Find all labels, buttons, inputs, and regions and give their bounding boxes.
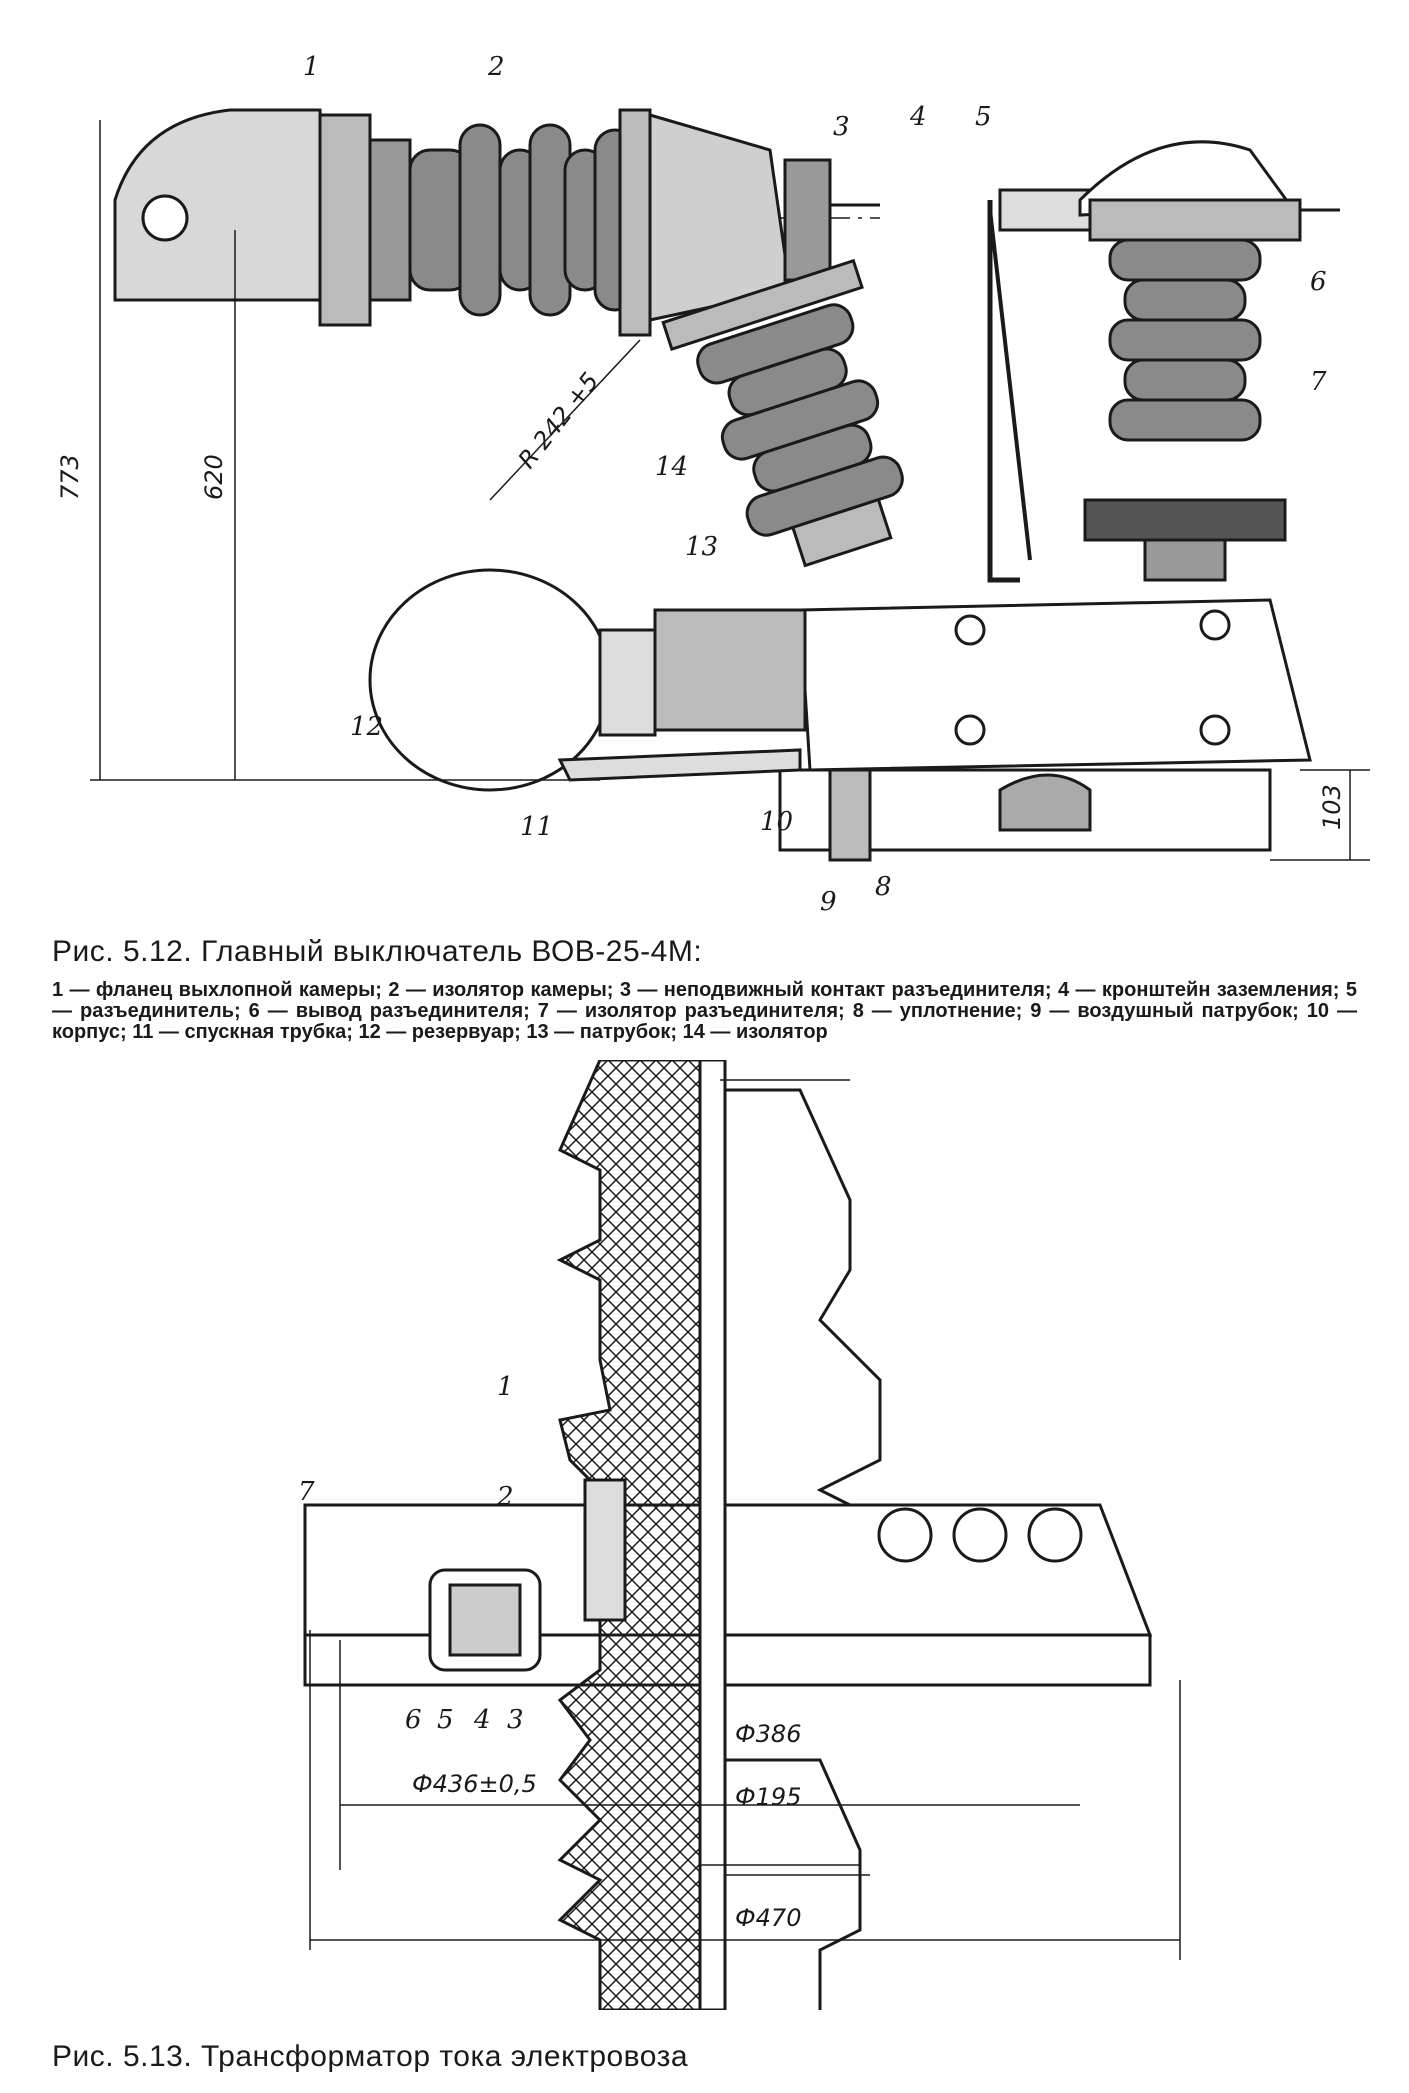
callout-9: 9 — [820, 887, 837, 917]
callout-6: 6 — [1310, 267, 1327, 297]
dim-height-axis: 620 — [200, 454, 228, 500]
tcallout-4: 4 — [473, 1705, 491, 1735]
callout-3: 3 — [833, 112, 850, 142]
breaker-callouts: 1 2 3 4 5 6 7 8 9 10 11 12 13 14 — [303, 52, 1327, 917]
callout-4: 4 — [909, 102, 927, 132]
transformer-dimensions: Ф386 Ф436±0,5 Ф195 Ф470 — [412, 1720, 801, 1932]
callout-11: 11 — [520, 812, 553, 842]
callout-13: 13 — [685, 532, 718, 562]
callout-14: 14 — [655, 452, 688, 482]
figure-breaker-drawing: 1 2 3 4 5 6 7 8 9 10 11 12 13 14 R 242 +… — [0, 0, 1409, 930]
breaker-svg: 1 2 3 4 5 6 7 8 9 10 11 12 13 14 R 242 +… — [56, 52, 1370, 917]
transformer-callouts: 1 2 3 4 5 6 7 — [298, 1372, 524, 1735]
callout-8: 8 — [875, 872, 892, 902]
callout-1: 1 — [303, 52, 320, 82]
figure-1-legend: 1 — фланец выхлопной камеры; 2 — изолято… — [52, 979, 1357, 1043]
callout-12: 12 — [350, 712, 383, 742]
tcallout-5: 5 — [437, 1705, 454, 1735]
dim-470: Ф470 — [735, 1904, 801, 1932]
tcallout-1: 1 — [497, 1372, 514, 1402]
dim-height-total: 773 — [56, 454, 84, 500]
callout-7: 7 — [1310, 367, 1327, 397]
tcallout-7: 7 — [298, 1477, 315, 1507]
dim-195: Ф195 — [735, 1783, 801, 1811]
figure-transformer-drawing: 1 2 3 4 5 6 7 Ф386 Ф436±0,5 Ф195 Ф470 — [0, 1060, 1409, 2010]
dim-radius: R 242 +5 — [513, 367, 605, 473]
tcallout-2: 2 — [496, 1482, 514, 1512]
tcallout-6: 6 — [405, 1705, 422, 1735]
callout-5: 5 — [975, 102, 992, 132]
figure-2-caption: Рис. 5.13. Трансформатор тока электровоз… — [52, 2040, 689, 2073]
dim-386: Ф386 — [735, 1720, 801, 1748]
figure-1-caption: Рис. 5.12. Главный выключатель ВОВ-25-4М… — [52, 935, 703, 968]
tcallout-3: 3 — [507, 1705, 524, 1735]
transformer-svg: 1 2 3 4 5 6 7 Ф386 Ф436±0,5 Ф195 Ф470 — [298, 1060, 1181, 2010]
callout-10: 10 — [760, 807, 793, 837]
callout-2: 2 — [487, 52, 505, 82]
dim-base-height: 103 — [1318, 784, 1346, 830]
dim-436: Ф436±0,5 — [412, 1770, 537, 1798]
